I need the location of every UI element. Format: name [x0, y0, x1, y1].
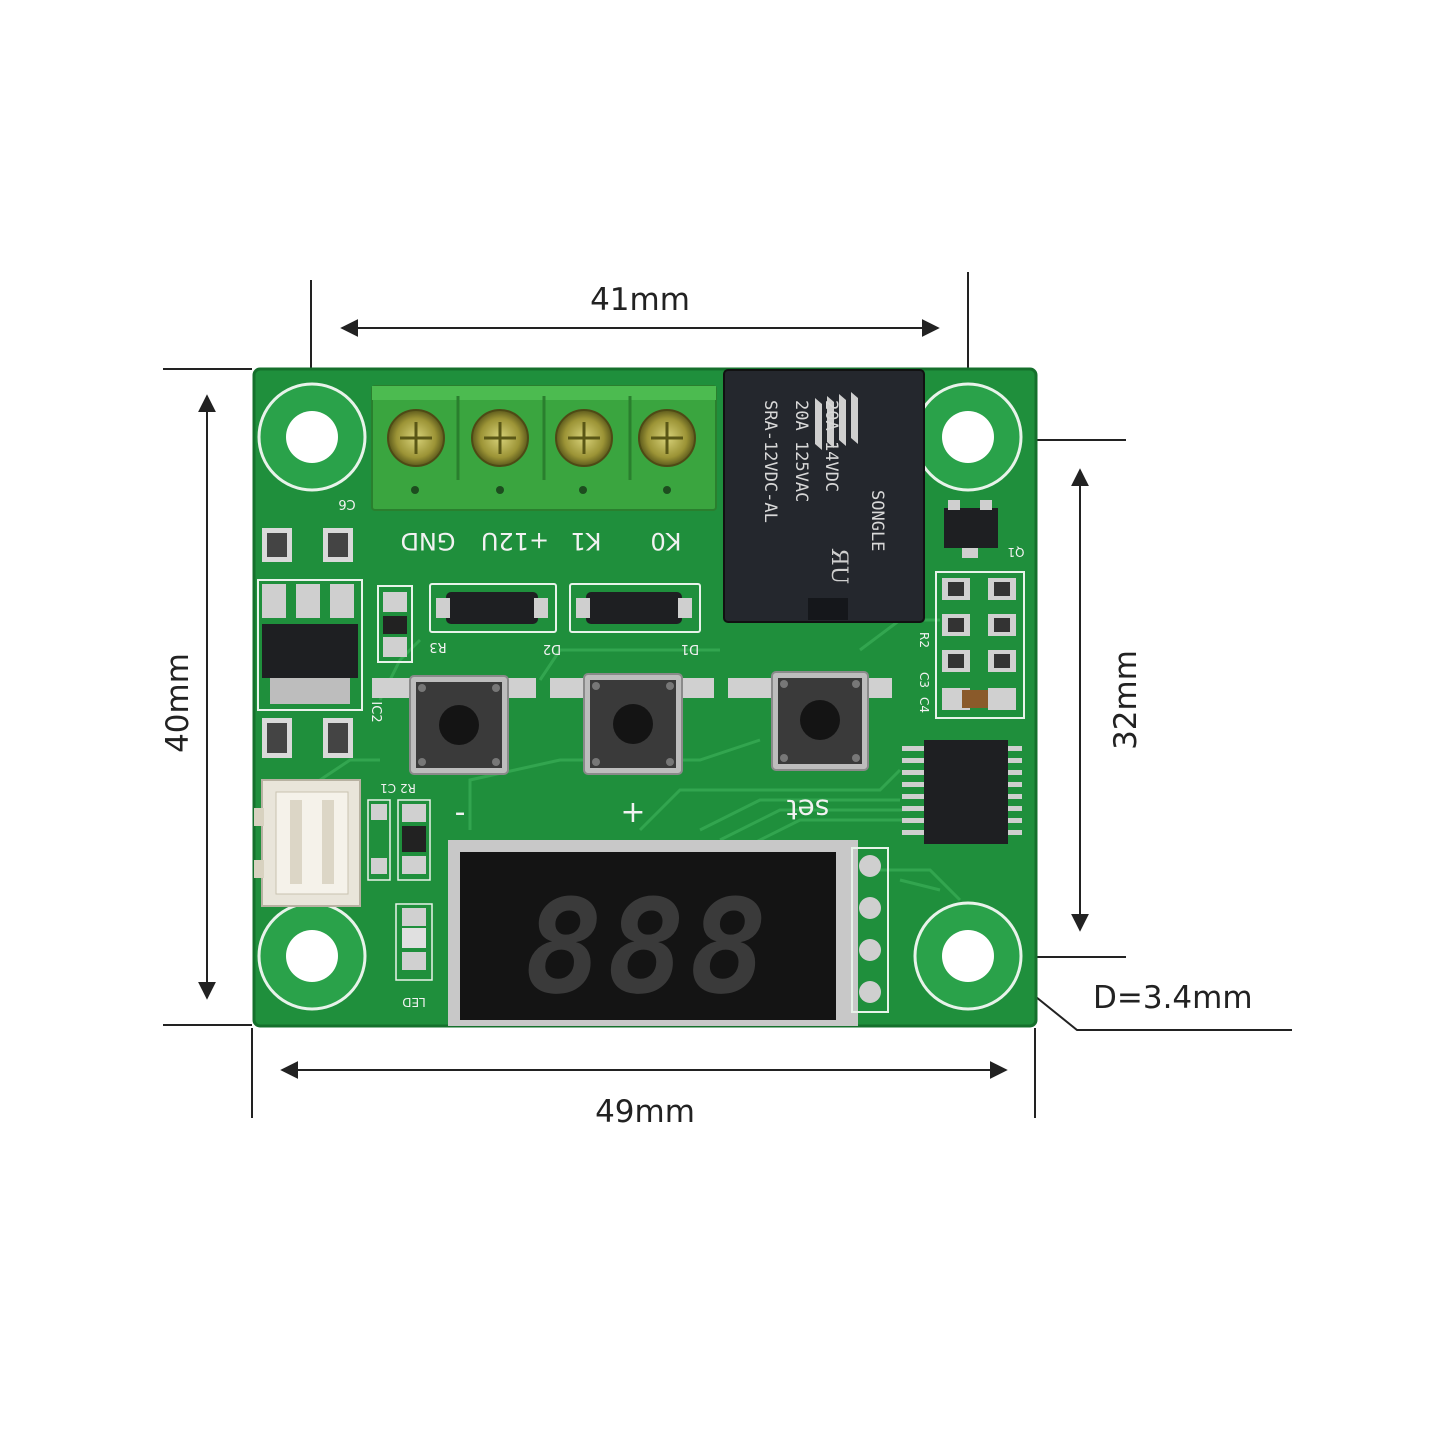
microcontroller-chip: [924, 740, 1008, 844]
label-ic2: IC2: [368, 701, 383, 722]
seven-segment-display: 888: [448, 840, 889, 1026]
relay-rating-1: 20A 14VDC: [821, 400, 841, 492]
relay-brand: SONGLE: [867, 490, 887, 551]
dimension-hole-label: D=3.4mm: [1093, 980, 1253, 1016]
sensor-connector: R2 C1 LED: [254, 779, 433, 1009]
label-d2: D2: [543, 641, 561, 656]
relay: SONGLE 20A 14VDC 20A 125VAC SRA-12VDC-AL…: [723, 369, 925, 623]
relay-rating-2: 20A 125VAC: [791, 400, 811, 502]
terminal-label-gnd: GND: [400, 527, 455, 555]
relay-model: SRA-12VDC-AL: [760, 400, 780, 523]
label-d1: D1: [681, 641, 699, 656]
button-label-set: set: [787, 793, 830, 826]
pcb-board: K0 K1 +12U GND SONGLE 20A 14VDC 20A 125V…: [252, 367, 1038, 1028]
dimension-left-label: 40mm: [160, 653, 196, 753]
terminal-label-12v: +12U: [481, 527, 549, 555]
display-readout: 888: [525, 871, 772, 1023]
terminal-label-k1: K1: [570, 527, 601, 555]
button-set[interactable]: [728, 671, 892, 771]
button-label-minus: -: [455, 795, 466, 830]
label-r2: R2: [917, 632, 931, 648]
label-c6: C6: [338, 496, 355, 511]
dimension-lines: [163, 272, 1292, 1118]
terminal-label-k0: K0: [650, 527, 681, 555]
dimension-right-label: 32mm: [1108, 650, 1144, 750]
smd-components: C6 IC2 R3 D2 D1: [257, 496, 701, 758]
terminal-labels: K0 K1 +12U GND: [400, 527, 681, 555]
label-c3: C3: [917, 672, 931, 688]
relay-logo-icon: [815, 392, 858, 450]
label-r3: R3: [429, 639, 446, 654]
right-smd-components: Q1 R2 C3 C4: [902, 500, 1025, 844]
button-minus[interactable]: [372, 675, 536, 775]
label-c4: C4: [917, 697, 931, 713]
push-buttons: - + set: [372, 671, 892, 830]
dimension-top-label: 41mm: [590, 282, 690, 318]
screw-terminal-block: [371, 385, 717, 511]
button-label-plus: +: [620, 795, 645, 830]
label-led: LED: [402, 995, 426, 1009]
label-r2c1: R2 C1: [380, 781, 416, 795]
svg-text:ЯU: ЯU: [826, 548, 851, 584]
label-q1: Q1: [1007, 545, 1024, 559]
button-plus[interactable]: [550, 673, 714, 775]
ul-mark-icon: ЯU: [826, 548, 851, 584]
display-pins: [851, 847, 889, 1013]
dimension-bottom-label: 49mm: [595, 1094, 695, 1130]
